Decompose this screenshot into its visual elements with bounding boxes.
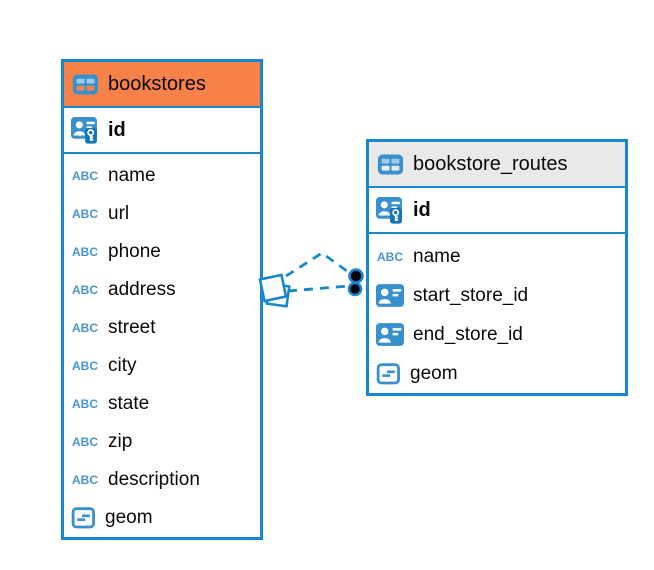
column-row[interactable]: ABC description [64,461,260,499]
table-title: bookstores [108,72,206,95]
column-row[interactable]: ABC zip [64,423,260,461]
column-name: zip [108,431,133,452]
relationship-line-lower[interactable] [287,284,350,293]
column-name: start_store_id [413,284,529,306]
column-row-pk[interactable]: id [64,108,260,154]
column-row[interactable]: end_store_id [369,315,625,354]
text-type-icon: ABC [72,321,98,335]
text-type-icon: ABC [72,359,98,373]
columns-list: ABC name start_store_id [369,234,625,393]
column-row-pk[interactable]: id [369,188,625,234]
column-name: id [413,198,431,221]
columns-list: ABC name ABC url ABC phone ABC address A… [64,154,260,537]
text-type-icon: ABC [377,249,403,264]
text-type-icon: ABC [72,283,98,297]
column-name: city [108,355,137,376]
reference-id-icon [376,284,404,307]
table-title: bookstore_routes [413,152,568,175]
text-type-icon: ABC [72,169,98,183]
column-name: state [108,393,150,414]
text-type-icon: ABC [72,397,98,411]
column-row[interactable]: geom [64,499,260,537]
table-bookstore-routes-header[interactable]: bookstore_routes [369,142,625,188]
relationship-source-marker[interactable] [258,273,291,308]
column-name: address [108,279,176,300]
column-name: name [108,165,156,186]
column-name: geom [410,362,458,384]
column-name: street [108,317,156,338]
table-icon [377,154,404,175]
column-row[interactable]: ABC name [64,157,260,195]
table-icon [72,74,99,95]
table-bookstores-header[interactable]: bookstores [64,62,260,108]
person-key-icon [376,196,404,224]
column-name: end_store_id [413,323,523,345]
reference-id-icon [376,323,404,346]
column-name: phone [108,241,161,262]
column-row[interactable]: ABC city [64,347,260,385]
text-type-icon: ABC [72,473,98,487]
column-name: description [108,469,200,490]
text-type-icon: ABC [72,207,98,221]
column-row[interactable]: geom [369,354,625,393]
column-name: url [108,203,130,224]
column-row[interactable]: start_store_id [369,276,625,315]
column-row[interactable]: ABC phone [64,233,260,271]
text-type-icon: ABC [72,435,98,449]
relationship-line-upper[interactable] [285,251,352,278]
column-name: id [108,118,126,141]
person-key-icon [71,116,99,144]
column-row[interactable]: ABC street [64,309,260,347]
column-row[interactable]: ABC state [64,385,260,423]
relationship-target-marker[interactable] [347,268,364,297]
column-row[interactable]: ABC address [64,271,260,309]
column-name: name [413,245,461,267]
column-row[interactable]: ABC name [369,237,625,276]
column-row[interactable]: ABC url [64,195,260,233]
geometry-type-icon [71,507,96,529]
text-type-icon: ABC [72,245,98,259]
table-bookstore-routes[interactable]: bookstore_routes id ABC name [366,139,628,396]
table-bookstores[interactable]: bookstores id ABC name [61,59,263,540]
geometry-type-icon [376,362,401,385]
column-name: geom [105,507,153,528]
